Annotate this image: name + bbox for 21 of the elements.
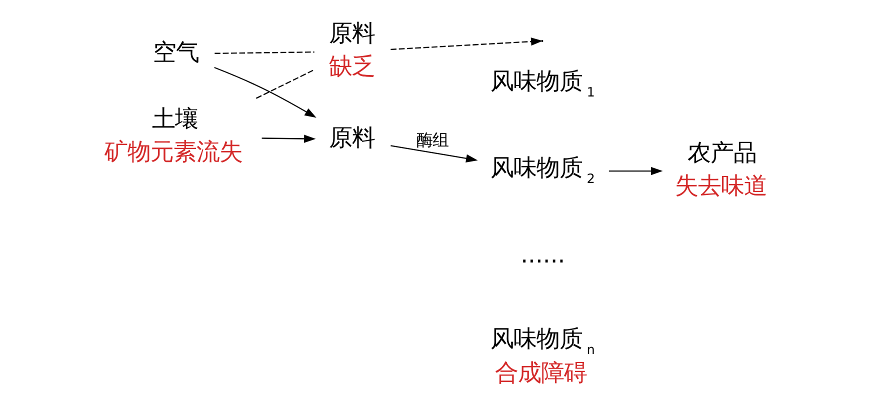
node-text: 风味物质$_{2}$ xyxy=(490,154,594,188)
arrow xyxy=(390,37,542,50)
node-label: 失去味道 xyxy=(674,171,767,200)
node-text: 风味物质$_{n}$ xyxy=(490,324,594,358)
node-label: 缺乏 xyxy=(328,52,375,80)
arrow xyxy=(608,166,662,176)
label: ...... xyxy=(520,240,565,268)
node-label: 合成障碍 xyxy=(494,358,586,387)
node-text: 空气 xyxy=(152,38,198,66)
node-text: 土壤 xyxy=(152,104,198,133)
node-text: 农产品 xyxy=(687,138,756,166)
node-text: 原料 xyxy=(328,19,375,48)
connector xyxy=(255,69,314,99)
node-label: 矿物元素流失 xyxy=(104,137,242,166)
node-text: 原料 xyxy=(328,123,375,152)
arrow xyxy=(214,66,316,118)
edge-label: 酶组 xyxy=(416,130,448,150)
arrow xyxy=(390,145,478,162)
node-text: 风味物质$_{1}$ xyxy=(490,67,594,101)
connector xyxy=(214,51,314,54)
arrow xyxy=(261,134,316,143)
